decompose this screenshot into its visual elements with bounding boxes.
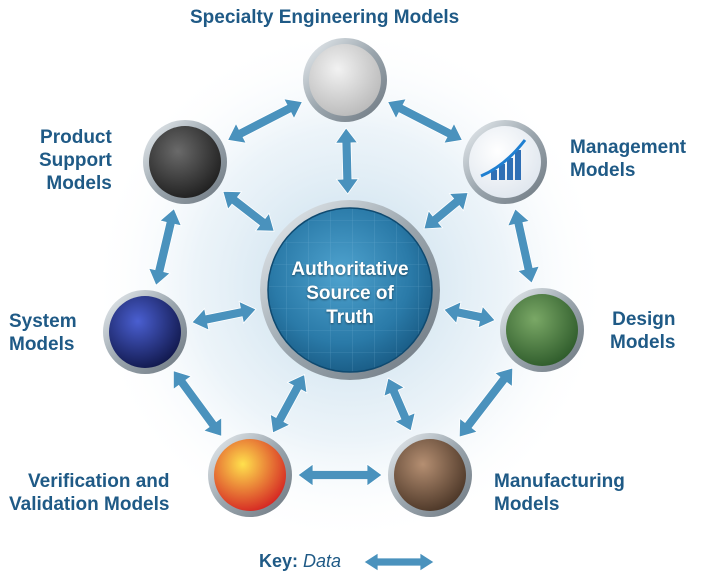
satellite-network-icon [109,296,181,368]
technician-icon [149,126,221,198]
mini-bar-icon [491,170,497,180]
spoke-arrow-specialty [334,127,360,195]
ring-arrow-manufacturing-verification [297,463,383,487]
key-arrow-icon [363,552,435,572]
node-management [463,120,547,204]
ring-arrow-design-manufacturing [458,367,514,438]
ring-arrow-system-product-support [148,208,182,286]
label-system: System Models [9,311,77,355]
label-product-support: Product Support Models [39,127,112,194]
engineer-ergonomics-icon [309,44,381,116]
arrow-layer [148,98,540,487]
label-manufacturing: Manufacturing Models [494,471,625,515]
node-layer [103,38,584,517]
node-manufacturing [388,433,472,517]
node-specialty [303,38,387,122]
node-product-support [143,120,227,204]
key-prefix: Key: [259,551,299,571]
label-management: Management Models [570,137,687,181]
circuit-board-icon [506,294,578,366]
mini-bar-icon [515,150,521,180]
spoke-arrow-product-support [222,190,275,232]
center-label: Authoritative Source of Truth [291,259,409,328]
ring-arrow-product-support-specialty [227,98,303,144]
label-specialty: Specialty Engineering Models [190,7,460,28]
spoke-arrow-manufacturing [383,377,416,432]
machinery-icon [394,439,466,511]
spoke-arrow-design [443,301,496,329]
node-verification [208,433,292,517]
heatmap-simulation-icon [214,439,286,511]
ring-arrow-specialty-management [387,98,463,144]
mini-bar-icon [499,164,505,180]
center-node [260,200,440,380]
label-verification: Verification and Validation Models [9,471,170,515]
spoke-arrow-verification [269,373,308,434]
ring-arrow-management-design [507,208,540,284]
spoke-arrow-system [191,300,257,331]
trend-arrow-icon [480,139,527,178]
key-data-label: Data [303,551,342,571]
label-design: Design Models [610,309,676,353]
node-system [103,290,187,374]
spoke-arrow-management [423,192,469,230]
key-legend: Key: Data [259,551,341,572]
mini-bar-icon [507,158,513,180]
node-design [500,288,584,372]
ring-arrow-verification-system [172,370,223,437]
